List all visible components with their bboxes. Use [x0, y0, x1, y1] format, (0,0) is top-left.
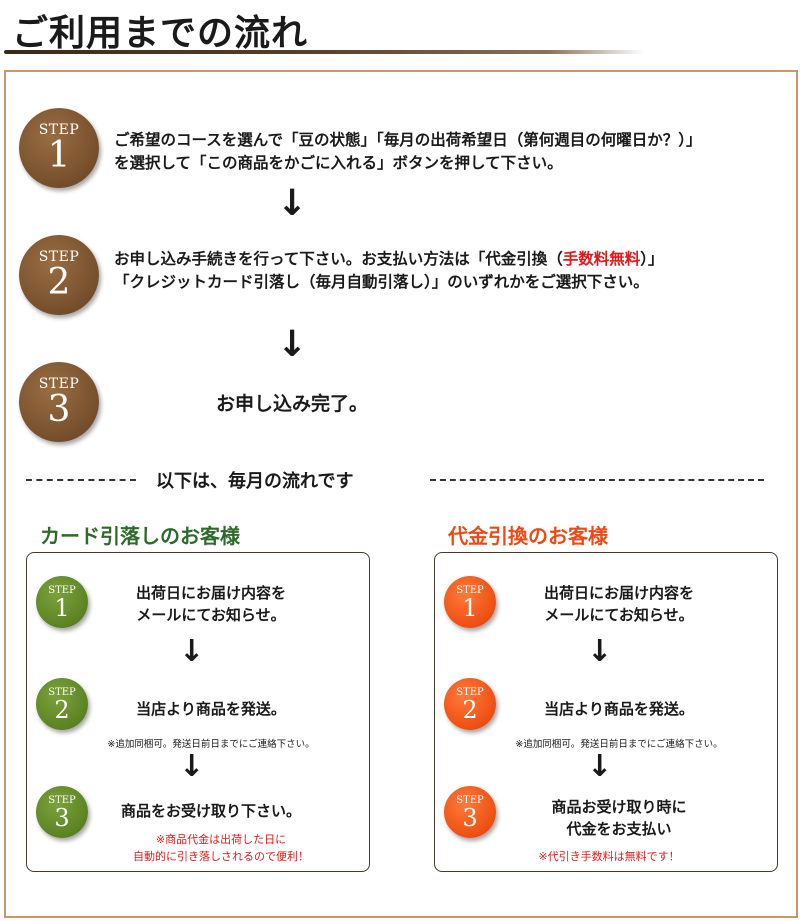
monthly-flow-heading: 以下は、毎月の流れです [152, 467, 358, 493]
cod-step-1-badge: STEP 1 [444, 576, 496, 628]
step-label: STEP [48, 585, 76, 596]
cod-step-2-badge: STEP 2 [444, 678, 496, 730]
card-step-3-badge: STEP 3 [36, 786, 88, 838]
step-label: STEP [38, 122, 80, 138]
step-2-badge: STEP 2 [19, 235, 99, 315]
step-1-badge: STEP 1 [19, 108, 99, 188]
step-3-text: お申し込み完了。 [216, 393, 369, 415]
card-customers-title: カード引落しのお客様 [40, 524, 240, 548]
card-step-2-badge: STEP 2 [36, 678, 88, 730]
step-label: STEP [456, 687, 484, 698]
step-1-line-1: ご希望のコースを選んで「豆の状態」「毎月の出荷希望日（第何週目の何曜日か？）」 [114, 130, 702, 149]
step-number: 1 [47, 135, 71, 176]
down-arrow-icon: ↓ [587, 749, 613, 784]
step-2-line-1: お申し込み手続きを行って下さい。お支払い方法は「代金引換（手数料無料）」 [114, 247, 664, 270]
down-arrow-icon: ↓ [277, 324, 308, 365]
step-1-line-2: を選択して「この商品をかごに入れる」ボタンを押して下さい。 [114, 153, 563, 172]
step-label: STEP [48, 687, 76, 698]
divider-dashes-left [26, 479, 136, 481]
step-2-line-1-pre: お申し込み手続きを行って下さい。お支払い方法は「代金引換（ [114, 249, 563, 268]
step-label: STEP [456, 795, 484, 806]
card-step-1-line-1: 出荷日にお届け内容を [135, 584, 286, 602]
step-number: 1 [462, 594, 478, 622]
step-label: STEP [38, 249, 80, 265]
fee-free-highlight: 手数料無料 [562, 249, 641, 268]
page-title: ご利用までの流れ [12, 12, 309, 54]
card-step-3-note: ※商品代金は出荷した日に 自動的に引き落しされるので便利！ [76, 831, 366, 865]
cod-step-3-badge: STEP 3 [444, 786, 496, 838]
down-arrow-icon: ↓ [179, 634, 205, 669]
step-label: STEP [456, 585, 484, 596]
step-number: 2 [54, 696, 70, 724]
card-step-3-note-line-2: 自動的に引き落しされるので便利！ [133, 850, 309, 863]
cod-step-1-line-2: メールにてお知らせ。 [544, 606, 694, 624]
cod-step-1-text: 出荷日にお届け内容を メールにてお知らせ。 [504, 582, 734, 626]
step-label: STEP [48, 795, 76, 806]
cod-step-3-text: 商品お受け取り時に 代金をお支払い [504, 796, 734, 840]
card-step-2-note: ※追加同梱可。発送日前日までにご連絡下さい。 [107, 739, 315, 750]
step-2-line-2: 「クレジットカード引落し（毎月自動引落し）」のいずれかをご選択下さい。 [114, 272, 649, 291]
card-step-2-text: 当店より商品を発送。 [136, 700, 286, 718]
card-step-1-badge: STEP 1 [36, 576, 88, 628]
down-arrow-icon: ↓ [277, 183, 308, 224]
down-arrow-icon: ↓ [179, 749, 205, 784]
step-number: 3 [47, 389, 71, 430]
step-1-text: ご希望のコースを選んで「豆の状態」「毎月の出荷希望日（第何週目の何曜日か？）」 … [114, 128, 701, 174]
step-number: 3 [54, 804, 70, 832]
cod-step-2-note: ※追加同梱可。発送日前日までにご連絡下さい。 [515, 739, 723, 750]
card-step-1-text: 出荷日にお届け内容を メールにてお知らせ。 [96, 582, 326, 626]
divider-dashes-right [430, 479, 764, 481]
cod-step-3-line-1: 商品お受け取り時に [551, 798, 687, 816]
step-3-badge: STEP 3 [19, 362, 99, 442]
cod-step-3-line-2: 代金をお支払い [566, 820, 672, 838]
cod-customers-title: 代金引換のお客様 [448, 524, 608, 548]
card-step-1-line-2: メールにてお知らせ。 [136, 606, 286, 624]
step-number: 1 [54, 594, 70, 622]
step-2-text: お申し込み手続きを行って下さい。お支払い方法は「代金引換（手数料無料）」 「クレ… [114, 247, 664, 293]
step-number: 2 [462, 696, 478, 724]
step-label: STEP [38, 376, 80, 392]
card-step-3-text: 商品をお受け取り下さい。 [120, 802, 301, 820]
down-arrow-icon: ↓ [587, 634, 613, 669]
flow-frame [4, 70, 798, 918]
step-number: 3 [462, 804, 478, 832]
step-2-line-1-post: ）」 [640, 249, 664, 268]
title-underline [4, 50, 644, 54]
cod-step-3-note: ※代引き手数料は無料です！ [538, 850, 680, 863]
cod-step-2-text: 当店より商品を発送。 [544, 700, 694, 718]
step-number: 2 [47, 262, 71, 303]
card-step-3-note-line-1: ※商品代金は出荷した日に [155, 833, 287, 846]
cod-step-1-line-1: 出荷日にお届け内容を [543, 584, 694, 602]
